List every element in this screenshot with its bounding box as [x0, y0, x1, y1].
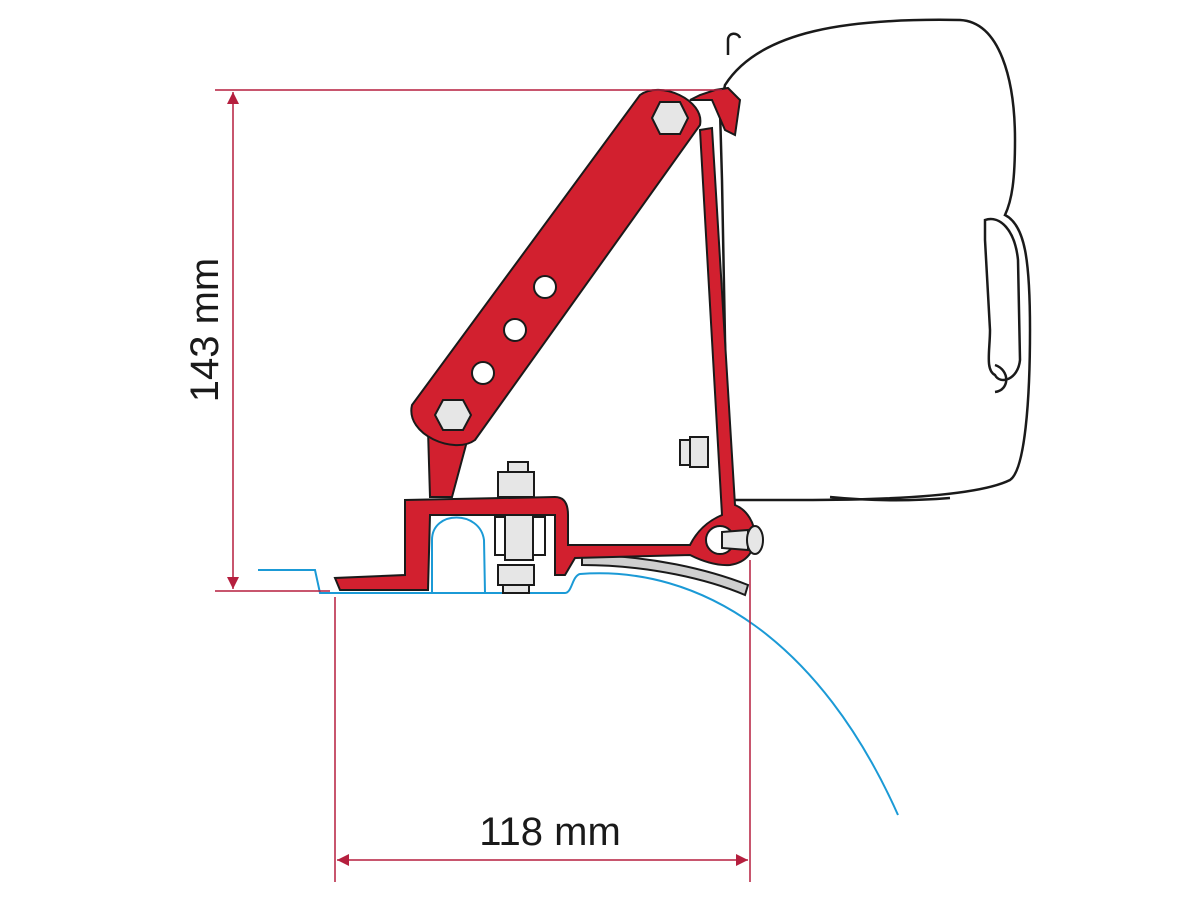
width-label: 118 mm: [479, 810, 621, 854]
awning-cassette: [718, 18, 1032, 502]
rubber-strip: [581, 553, 750, 597]
width-dimension: [334, 560, 751, 882]
clamp-bolt: [494, 436, 764, 594]
height-dimension: [215, 89, 722, 592]
hex-bolts: [433, 101, 690, 431]
height-label: 143 mm: [183, 258, 227, 403]
bracket: [333, 86, 756, 591]
vehicle-roof-profile: [258, 516, 899, 816]
